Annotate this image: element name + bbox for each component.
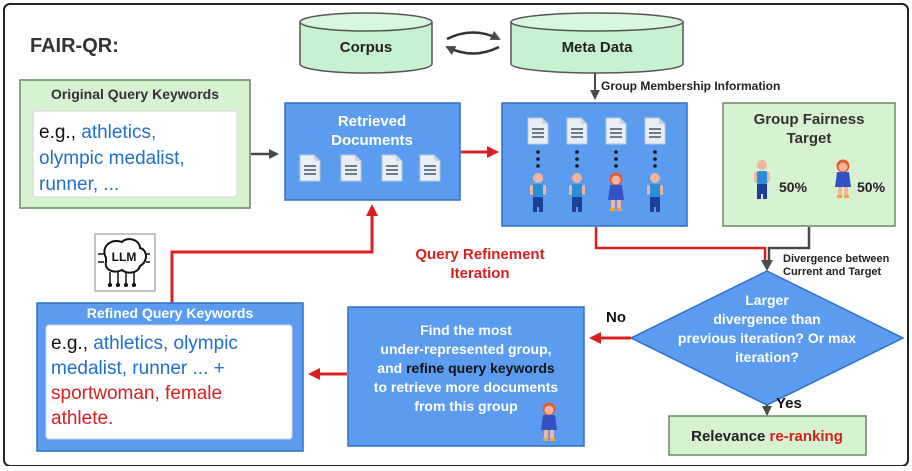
document-people-mapping bbox=[527, 117, 666, 212]
original-query-line3: runner, ... bbox=[39, 174, 119, 195]
refined-query-line2: medalist, runner ... + bbox=[51, 358, 225, 379]
metadata-label: Meta Data bbox=[562, 39, 634, 56]
yes-label: Yes bbox=[776, 395, 802, 412]
decision-line4: iteration? bbox=[735, 349, 799, 365]
no-label: No bbox=[606, 309, 626, 326]
document-icon bbox=[527, 117, 549, 145]
find-group-line2: under-represented group, bbox=[380, 341, 551, 357]
find-group-line5: from this group bbox=[414, 398, 517, 414]
find-group-line4: to retrieve more documents bbox=[374, 379, 559, 395]
query-refinement-line2: Iteration bbox=[450, 265, 509, 282]
arrow-refined-to-retrieved bbox=[170, 204, 378, 303]
group-fairness-line1: Group Fairness bbox=[754, 111, 865, 128]
refined-query-content bbox=[45, 324, 293, 440]
document-icon bbox=[340, 154, 362, 182]
group-membership-label: Group Membership Information bbox=[601, 79, 780, 93]
female-target-pct: 50% bbox=[857, 179, 886, 195]
original-query-content bbox=[32, 110, 238, 198]
corpus-label: Corpus bbox=[340, 39, 393, 56]
document-icon bbox=[566, 117, 588, 145]
query-refinement-line1: Query Refinement bbox=[415, 246, 544, 263]
refined-query-line1: e.g., athletics, olympic bbox=[51, 333, 238, 354]
document-icon bbox=[381, 154, 403, 182]
document-icon bbox=[299, 154, 321, 182]
relevance-reranking-label: Relevance re-ranking bbox=[691, 428, 843, 445]
retrieved-label-line1: Retrieved bbox=[338, 113, 406, 130]
original-query-line2: olympic medalist, bbox=[39, 148, 185, 169]
metadata-cylinder bbox=[510, 12, 684, 74]
document-icon bbox=[605, 117, 627, 145]
llm-label: LLM bbox=[112, 250, 137, 264]
divergence-line2: Current and Target bbox=[783, 266, 882, 278]
original-query-header: Original Query Keywords bbox=[51, 86, 219, 102]
original-query-line1: e.g., athletics, bbox=[39, 122, 156, 143]
find-group-line3: and refine query keywords bbox=[377, 360, 555, 376]
refined-query-line3: sportwoman, female bbox=[51, 383, 222, 404]
group-fairness-line2: Target bbox=[787, 130, 832, 147]
relevance-reranking-box bbox=[668, 415, 867, 456]
corpus-cylinder bbox=[299, 12, 433, 74]
decision-line1: Larger bbox=[745, 292, 789, 308]
refined-query-header: Refined Query Keywords bbox=[87, 305, 254, 321]
arrow-head-into-decision bbox=[761, 260, 773, 271]
document-icon bbox=[644, 117, 666, 145]
refined-query-line4: athlete. bbox=[51, 408, 113, 429]
retrieved-documents-box bbox=[284, 102, 461, 201]
arrow-people-to-decision bbox=[594, 227, 767, 262]
arrow-target-to-decision bbox=[767, 227, 811, 262]
diagram-title: FAIR-QR: bbox=[30, 35, 119, 57]
llm-icon bbox=[94, 233, 156, 292]
decision-line3: previous iteration? Or max bbox=[678, 330, 856, 346]
group-fairness-box bbox=[722, 102, 896, 227]
divergence-line1: Divergence between bbox=[783, 253, 890, 265]
sync-arrows bbox=[445, 30, 501, 56]
retrieved-label-line2: Documents bbox=[331, 132, 413, 149]
male-target-pct: 50% bbox=[779, 179, 808, 195]
document-icon bbox=[419, 154, 441, 182]
find-group-line1: Find the most bbox=[420, 322, 512, 338]
decision-line2: divergence than bbox=[713, 311, 820, 327]
